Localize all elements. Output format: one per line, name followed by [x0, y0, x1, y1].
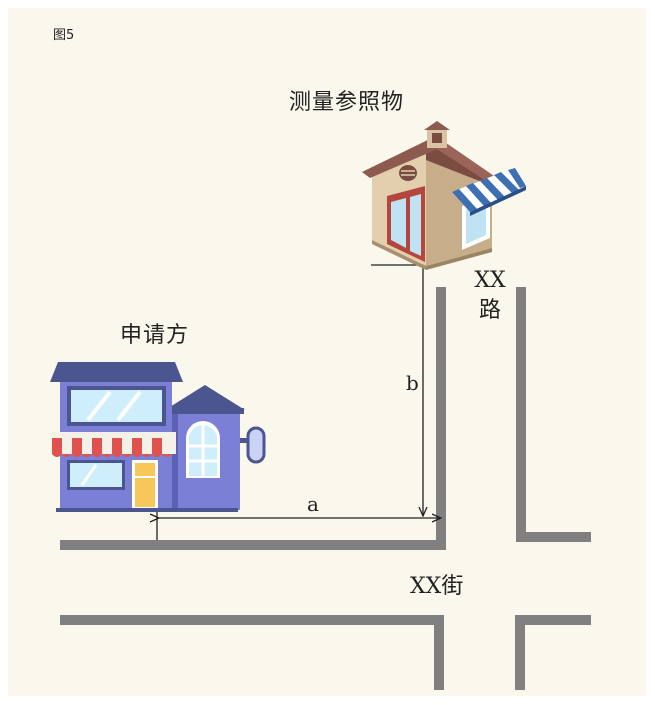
road-upper-right-edge	[516, 287, 591, 542]
shop-awning	[52, 438, 176, 457]
road-upper-left-edge	[60, 287, 446, 550]
road-lower-right-edge	[515, 615, 591, 690]
road-vertical-label: XX路	[474, 268, 506, 323]
house-with-awning-icon	[362, 121, 526, 270]
figure-label: 图5	[53, 28, 75, 43]
roads	[60, 287, 591, 690]
reference-label: 测量参照物	[289, 90, 405, 115]
applicant-label: 申请方	[120, 323, 190, 348]
dimension-b-label: b	[406, 371, 419, 395]
road-lower-left-edge	[60, 615, 444, 690]
shop-storefront-icon	[50, 362, 266, 512]
road-horizontal-label: XX街	[410, 574, 464, 599]
dimension-a-label: a	[307, 492, 319, 516]
diagram-frame	[8, 8, 646, 696]
house-awning	[452, 168, 526, 216]
